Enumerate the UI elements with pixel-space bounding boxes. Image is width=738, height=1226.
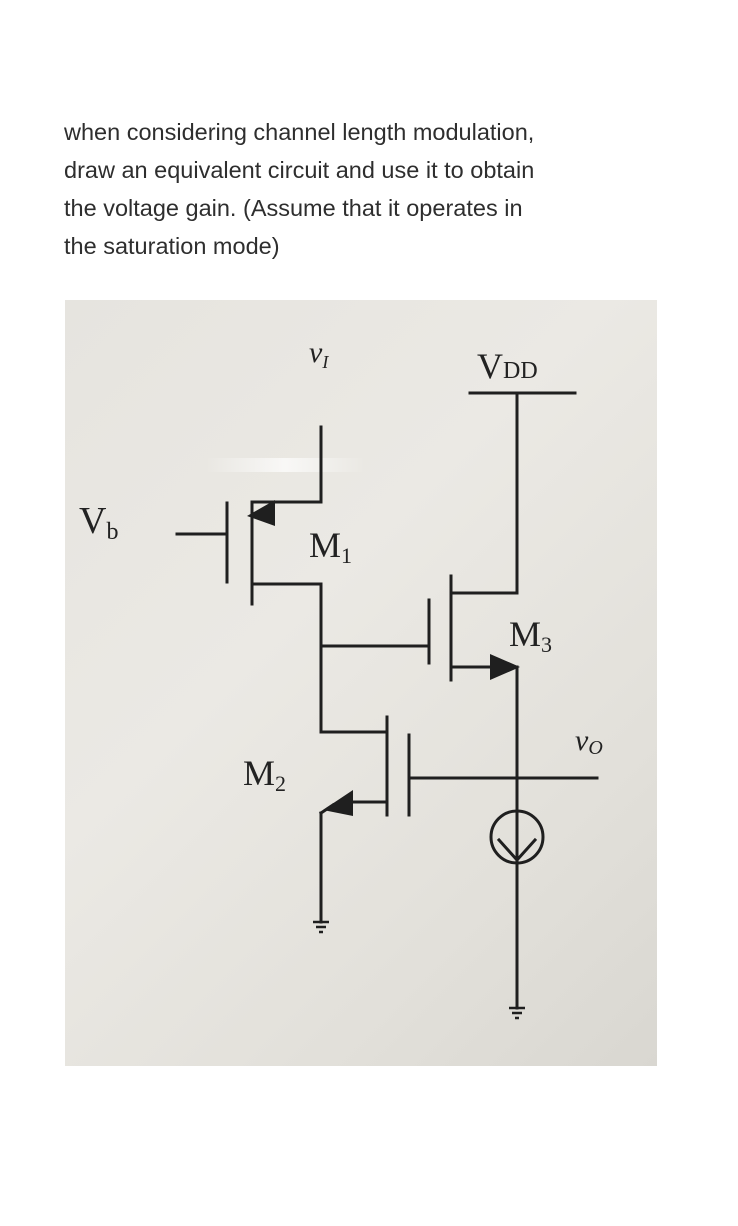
circuit-photo: vI VDD Vb M1 M3 vO M2 xyxy=(65,300,657,1066)
question-text: when considering channel length modulati… xyxy=(64,113,684,265)
vo-label: vO xyxy=(575,724,603,759)
m1-arrow xyxy=(247,500,275,526)
question-line-1: when considering channel length modulati… xyxy=(64,119,535,145)
m3-label: M3 xyxy=(509,614,552,657)
vb-label: Vb xyxy=(79,500,118,545)
vi-label: vI xyxy=(309,336,329,372)
question-line-4: the saturation mode) xyxy=(64,233,280,259)
question-line-2: draw an equivalent circuit and use it to… xyxy=(64,157,535,183)
question-line-3: the voltage gain. (Assume that it operat… xyxy=(64,195,523,221)
m3-arrow xyxy=(490,654,520,680)
m1-label: M1 xyxy=(309,525,352,568)
m2-label: M2 xyxy=(243,753,286,796)
ground-symbol-source xyxy=(509,1006,525,1020)
ground-symbol-m2 xyxy=(313,920,329,934)
glare-highlight xyxy=(205,458,365,472)
current-source-arrow-head xyxy=(496,837,538,863)
vdd-label: VDD xyxy=(477,346,538,386)
circuit-diagram: vI VDD Vb M1 M3 vO M2 xyxy=(79,336,603,1020)
m2-arrow xyxy=(323,790,353,816)
